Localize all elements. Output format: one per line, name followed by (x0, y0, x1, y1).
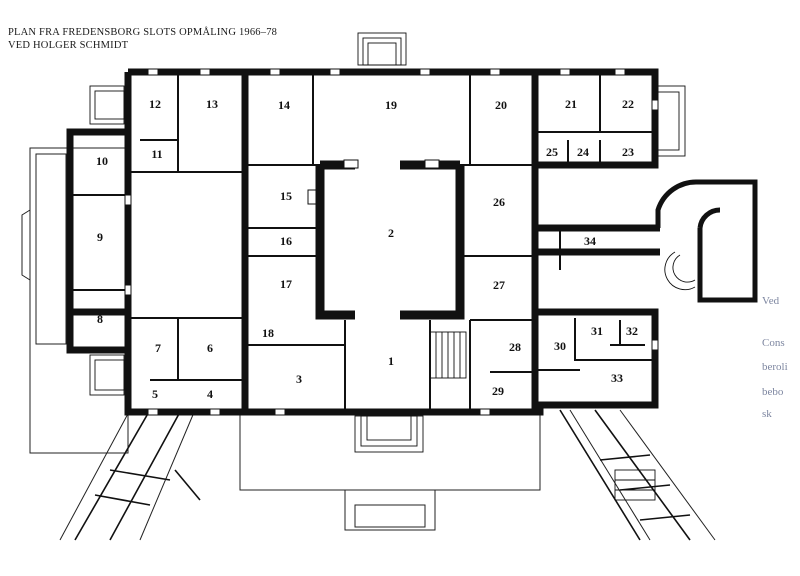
room-number-9: 9 (97, 230, 103, 244)
room-number-17: 17 (280, 277, 292, 291)
plan-title: PLAN FRA FREDENSBORG SLOTS OPMÅLING 1966… (8, 27, 278, 38)
interior-walls (70, 72, 655, 412)
room-number-26: 26 (493, 195, 505, 209)
room-number-21: 21 (565, 97, 577, 111)
courtyard-walls (315, 160, 465, 320)
room-number-22: 22 (622, 97, 634, 111)
background-text-5: sk (762, 408, 772, 420)
room-number-25: 25 (546, 145, 558, 159)
room-number-13: 13 (206, 97, 218, 111)
background-text-4: bebo (762, 386, 784, 398)
window-openings (124, 68, 659, 416)
plan-subtitle: VED HOLGER SCHMIDT (8, 40, 129, 51)
room-number-6: 6 (207, 341, 213, 355)
room-number-5: 5 (152, 387, 158, 401)
room-number-8: 8 (97, 312, 103, 326)
background-text-2: Cons (762, 337, 785, 349)
room-number-28: 28 (509, 340, 521, 354)
room-number-4: 4 (207, 387, 213, 401)
room-number-20: 20 (495, 98, 507, 112)
room-number-1: 1 (388, 354, 394, 368)
right-annex (655, 179, 758, 303)
room-number-32: 32 (626, 324, 638, 338)
room-number-31: 31 (591, 324, 603, 338)
room-number-24: 24 (577, 145, 589, 159)
room-number-10: 10 (96, 154, 108, 168)
room-number-27: 27 (493, 278, 505, 292)
room-number-2: 2 (388, 226, 394, 240)
background-text-3: beroli (762, 361, 788, 373)
diagonal-wings (74, 409, 691, 541)
room-number-33: 33 (611, 371, 623, 385)
room-number-11: 11 (151, 147, 162, 161)
room-number-18: 18 (262, 326, 274, 340)
room-number-12: 12 (149, 97, 161, 111)
room-number-34: 34 (584, 234, 596, 248)
outer-walls (66, 68, 660, 416)
room-number-30: 30 (554, 339, 566, 353)
room-number-14: 14 (278, 98, 290, 112)
room-number-23: 23 (622, 145, 634, 159)
room-number-7: 7 (155, 341, 161, 355)
room-number-15: 15 (280, 189, 292, 203)
room-number-16: 16 (280, 234, 292, 248)
room-number-3: 3 (296, 372, 302, 386)
background-text-1: Ved (762, 295, 780, 307)
terrace-outlines (21, 147, 716, 541)
room-number-19: 19 (385, 98, 397, 112)
room-number-29: 29 (492, 384, 504, 398)
